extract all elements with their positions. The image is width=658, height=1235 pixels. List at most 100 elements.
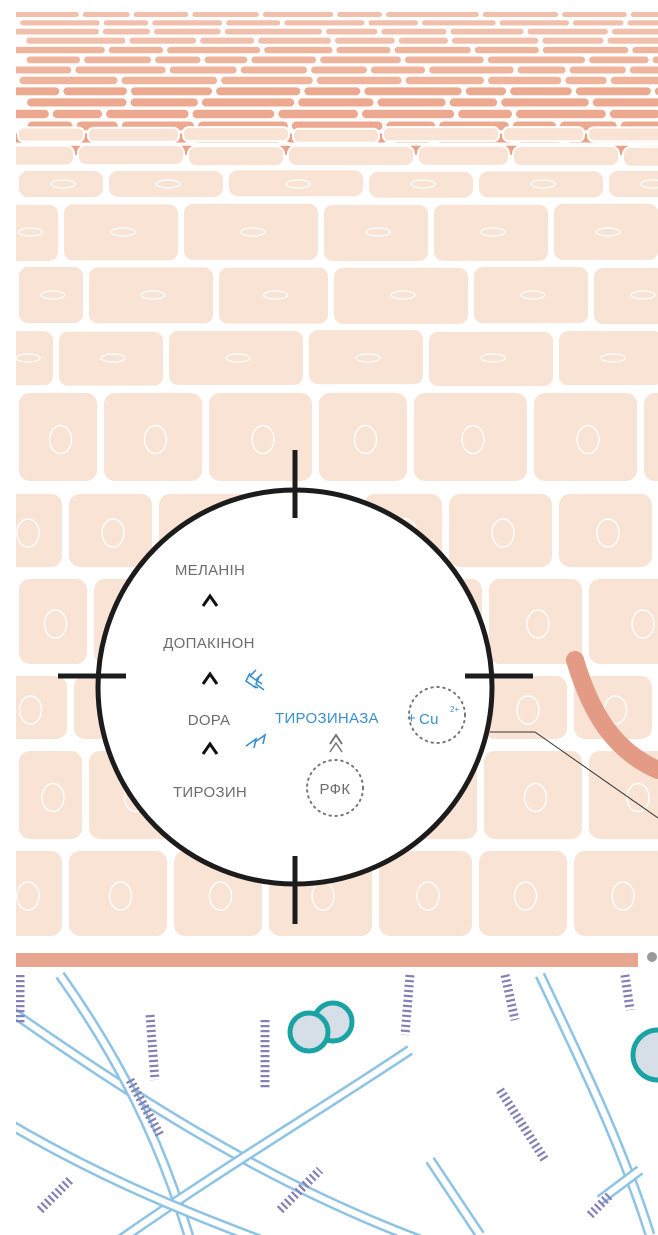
corneum-strip [487,56,586,64]
epidermis-cell [377,849,474,938]
corneum-strip [169,66,237,74]
corneum-strip [565,76,607,85]
corneum-strip [264,46,333,54]
cell-nucleus [17,227,44,237]
corneum-strip [450,28,524,35]
plus-sign: + [407,710,416,727]
corneum-strip [224,28,323,35]
corneum-strip [63,87,127,96]
epidermis-cell [17,577,89,666]
corneum-strip [152,20,223,26]
corneum-strip [311,66,367,74]
epidermis-cell [477,169,605,200]
cell-nucleus [390,290,416,300]
corneum-strip [284,20,365,26]
cell-nucleus [18,695,43,725]
corneum-strip [405,76,485,85]
epidermis-cell [17,169,105,200]
corneum-strip [240,66,308,74]
epidermis-cell [292,127,380,144]
corneum-strip [627,20,658,26]
corneum-strip [607,37,658,44]
cell-nucleus [41,782,65,813]
epidermis-cell [67,492,154,569]
corneum-strip [108,46,164,54]
copper-charge: 2+ [450,705,459,714]
corneum-strip [592,98,658,107]
corneum-strip [9,46,105,54]
cell-nucleus [353,424,378,455]
corneum-strip [385,12,479,17]
corneum-strip [133,12,189,17]
epidermis-cell [557,492,654,569]
corneum-strip [316,76,402,85]
elastin-fiber [126,1077,164,1138]
corneum-strip [422,20,496,26]
collagen-fiber-core [427,1158,483,1235]
corneum-strip [167,46,261,54]
corneum-strip [320,56,401,64]
catalysis-arrow-upper [244,669,265,691]
epidermis-cell [412,391,529,483]
corneum-strip [611,28,658,35]
tyrosine-label: ТИРОЗИН [173,784,247,801]
corneum-strip [26,56,81,64]
arrow-up-2 [201,671,219,685]
epidermis-cell [322,202,430,263]
corneum-strip [26,37,126,44]
cell-nucleus [461,424,485,455]
cell-nucleus [480,353,506,363]
epidermis-cell [307,328,425,387]
cell-nucleus [225,353,251,363]
corneum-strip [429,66,514,74]
corneum-strip [515,109,606,119]
cell-nucleus [365,227,391,237]
dopaquinone-label: ДОПАКІНОН [163,635,255,652]
corneum-strip [221,76,313,85]
copper-label: Cu [419,711,439,728]
cell-nucleus [43,609,68,639]
elastin-fiber [400,974,415,1036]
epidermis-cell [587,577,658,666]
cell-nucleus [50,179,76,189]
epidermis-cell [87,126,180,143]
epidermis-cell [622,145,658,168]
cell-nucleus [491,518,515,548]
cell-nucleus [600,353,626,363]
epidermis-cell [67,849,169,938]
corneum-strip [106,109,189,119]
corneum-strip [204,56,248,64]
corneum-strip [575,87,651,96]
epidermis-cell [432,202,550,263]
epidermis-cell [642,391,658,483]
corneum-strip [129,37,197,44]
epidermis-cell [427,329,555,388]
corneum-strip [201,98,295,107]
arrow-up-3 [201,741,219,755]
corneum-strip [517,66,566,74]
epidermis-cell [572,849,658,938]
cell-nucleus [16,881,40,911]
epidermis-cell [332,265,470,326]
epidermis-cell [382,126,500,143]
cell-nucleus [516,695,540,725]
corneum-strip [451,37,539,44]
epidermis-cell [0,144,75,167]
cell-nucleus [355,353,381,363]
cell-nucleus [480,227,506,237]
corneum-strip [20,20,100,26]
basement-membrane [16,953,638,967]
corneum-strip [527,28,608,35]
corneum-strip [7,109,49,119]
collagen-fiber-core [0,999,416,1235]
tyrosinase-label: ТИРОЗИНАЗА [275,710,379,727]
epidermis-cell [0,674,69,741]
corneum-strip [130,98,198,107]
epidermis-cell [482,749,584,841]
epidermis-cell [552,201,658,262]
arrow-ros-1 [329,733,343,745]
fibroblast-cells [287,1000,658,1083]
elastin-fiber [620,974,635,1011]
cell-nucleus [143,424,168,455]
epidermis-cell [17,391,99,483]
